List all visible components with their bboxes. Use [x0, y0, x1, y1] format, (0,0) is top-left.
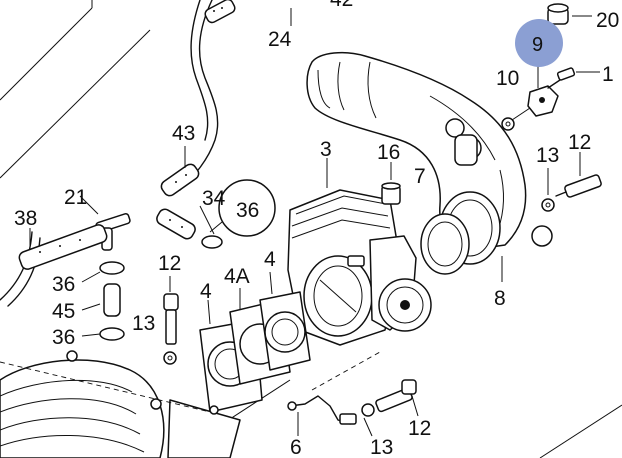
- highlight-circle: [515, 19, 563, 67]
- label-4-upper[interactable]: 4: [264, 248, 276, 271]
- small-parts-left: [0, 146, 223, 341]
- intake-manifold: [0, 350, 241, 458]
- label-42-partial[interactable]: 42: [330, 0, 353, 11]
- label-9: 9: [532, 34, 543, 56]
- label-4A[interactable]: 4A: [224, 265, 250, 288]
- label-7[interactable]: 7: [414, 165, 426, 188]
- label-13-left[interactable]: 13: [132, 312, 155, 335]
- label-43[interactable]: 43: [172, 122, 195, 145]
- label-12-top-right[interactable]: 12: [568, 131, 591, 154]
- plug-16: [381, 162, 401, 205]
- label-3[interactable]: 3: [320, 138, 332, 161]
- sensor-9: [501, 62, 600, 131]
- label-36-callout[interactable]: 36: [236, 199, 259, 222]
- label-16[interactable]: 16: [377, 141, 400, 164]
- label-20[interactable]: 20: [596, 9, 619, 32]
- label-6[interactable]: 6: [290, 436, 302, 458]
- label-45[interactable]: 45: [52, 300, 75, 323]
- hose-24: [179, 0, 292, 191]
- cap-20: [547, 3, 592, 25]
- label-12-left[interactable]: 12: [158, 252, 181, 275]
- label-4-lower[interactable]: 4: [200, 280, 212, 303]
- label-1[interactable]: 1: [602, 63, 614, 86]
- label-12-bottom[interactable]: 12: [408, 417, 431, 440]
- label-13-bottom[interactable]: 13: [370, 436, 393, 458]
- label-13-top-right[interactable]: 13: [536, 144, 559, 167]
- label-10[interactable]: 10: [496, 67, 519, 90]
- label-21[interactable]: 21: [64, 186, 87, 209]
- lower-parts: [287, 379, 419, 437]
- label-36-mid[interactable]: 36: [52, 273, 75, 296]
- label-24[interactable]: 24: [268, 28, 292, 51]
- label-8[interactable]: 8: [494, 287, 506, 310]
- highlighted-callout-9[interactable]: 9: [515, 19, 563, 67]
- detail-callout-36: [209, 179, 276, 237]
- label-36-low[interactable]: 36: [52, 326, 75, 349]
- assembly-lines: [0, 351, 381, 413]
- intake-elbow: [306, 51, 553, 282]
- label-38[interactable]: 38: [14, 207, 37, 230]
- bolt-12-left: [163, 276, 179, 365]
- bolt-12-right: [541, 152, 602, 212]
- gaskets-4: [199, 271, 311, 413]
- part-labels: 20 1 10 24 43 3 16 12 13 7 21 34 36 38 3…: [14, 0, 619, 458]
- label-34[interactable]: 34: [202, 187, 226, 210]
- throttle-body: [287, 158, 432, 346]
